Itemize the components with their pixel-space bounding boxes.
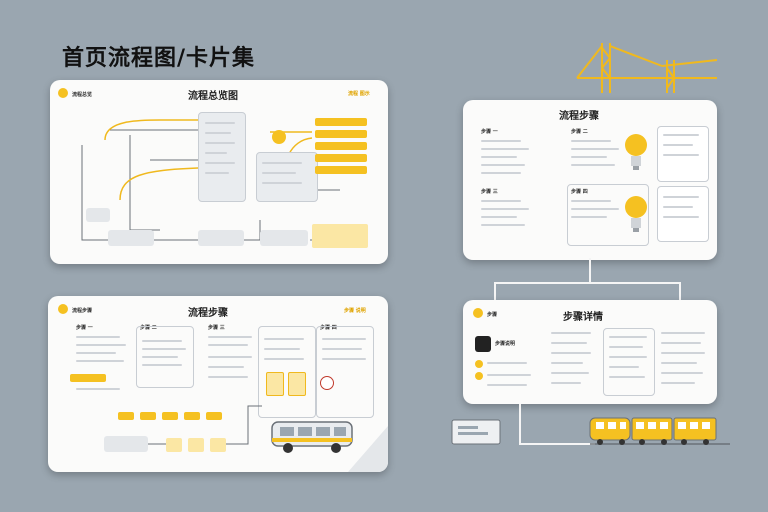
phone-icon [266,372,284,396]
logo-icon [473,308,483,318]
card-flow-lines [148,405,388,472]
section-label: 步骤说明 [495,341,516,347]
section-label: 步骤 四 [320,325,337,331]
section-label: 步骤 三 [481,189,498,195]
flow-steps-card: 流程步骤 流程步骤 步骤 说明 步骤 一 步骤 二 步骤 三 步骤 四 [48,296,388,472]
flow-node [108,230,154,246]
section-label: 步骤 一 [481,129,498,135]
flow-overview-card: 流程总览 流程总览图 流程 图示 [50,80,388,264]
card-logo-text: 流程总览 [72,92,93,98]
card-logo-text: 流程步骤 [72,308,93,314]
card-logo-text: 步骤 [487,312,498,318]
flow-right-panel [256,152,318,202]
phone-icon [451,419,501,445]
clock-icon [320,376,334,390]
flow-main-panel [198,112,246,202]
logo-icon [58,88,68,98]
card-title: 流程总览图 [188,91,238,102]
section-label: 步骤 二 [140,325,157,331]
document-icon [475,336,491,352]
section-label: 步骤 二 [571,129,588,135]
highlight-list [315,118,367,126]
page-title: 首页流程图/卡片集 [62,46,256,71]
section-label: 步骤 四 [571,189,588,195]
crane-icon [576,43,718,93]
card-title: 步骤详情 [563,312,603,323]
flow-steps-card-right: 流程步骤 步骤 一 步骤 二 步骤 三 步骤 四 [463,100,717,260]
flow-end-node [312,224,368,248]
card-title: 流程步骤 [559,111,599,122]
train-icon [589,417,717,445]
section-label: 步骤 三 [208,325,225,331]
card-title: 流程步骤 [188,308,228,319]
card-tag: 步骤 说明 [344,308,366,314]
card-tag: 流程 图示 [348,91,370,97]
lightbulb-icon [625,134,647,170]
bus-icon [271,421,353,453]
step-detail-card: 步骤 步骤详情 步骤说明 [463,300,717,404]
card-connector [494,258,681,300]
lightbulb-icon [625,196,647,232]
section-label: 步骤 一 [76,325,93,331]
logo-icon [58,304,68,314]
